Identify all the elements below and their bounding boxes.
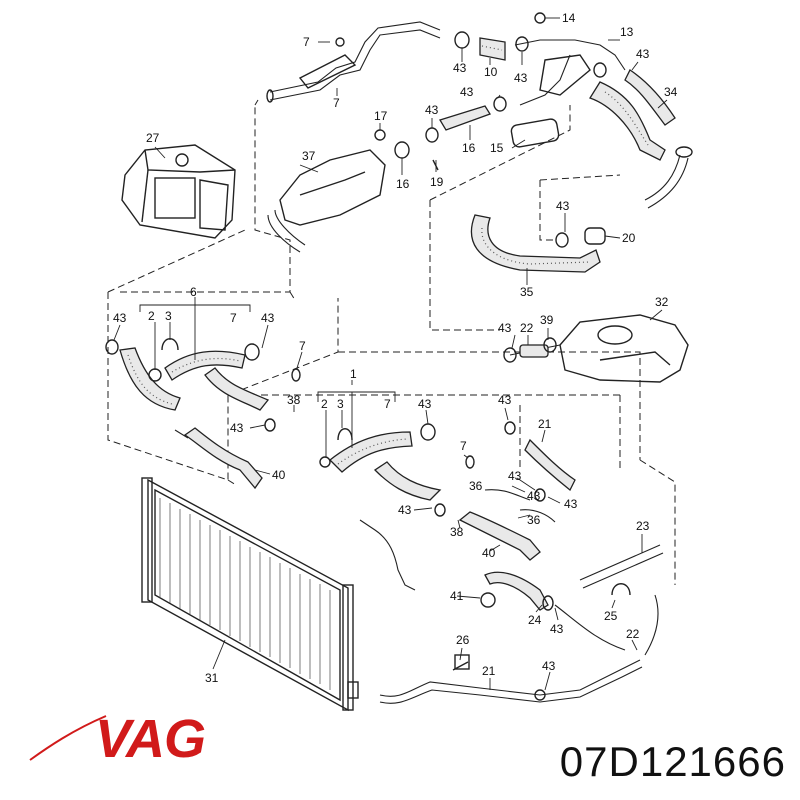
callout: 20 [622, 231, 636, 245]
callout: 43 [508, 469, 522, 483]
callout: 32 [655, 295, 669, 309]
callout: 7 [460, 439, 467, 453]
callout: 38 [450, 525, 464, 539]
callout: 16 [462, 141, 476, 155]
callout: 22 [626, 627, 640, 641]
hose-11 [479, 37, 506, 61]
callout: 37 [302, 149, 316, 163]
callout: 7 [230, 311, 237, 325]
component-36 [267, 105, 491, 253]
callout: 43 [498, 321, 512, 335]
auxiliary-heater [121, 144, 236, 239]
hose-assembly-6 [119, 347, 270, 490]
callout: 43 [527, 489, 541, 503]
callout: 2 [148, 309, 155, 323]
callout: 43 [542, 659, 556, 673]
callout: 25 [604, 609, 618, 623]
callout: 1 [350, 367, 357, 381]
hose-31 [589, 69, 693, 209]
callout: 31 [205, 671, 219, 685]
brand-logo: VAG [95, 709, 206, 769]
brand-swoosh [29, 715, 107, 761]
callout: 27 [146, 131, 160, 145]
callout: 16 [396, 177, 410, 191]
callout: 41 [450, 589, 464, 603]
hose-34 [470, 214, 601, 273]
callout: 39 [540, 313, 554, 327]
callout: 43 [636, 47, 650, 61]
callout: 43 [425, 103, 439, 117]
callout: 38 [287, 393, 301, 407]
callout: 3 [165, 309, 172, 323]
callout: 17 [374, 109, 388, 123]
callout: 10 [484, 65, 498, 79]
callout: 23 [636, 519, 650, 533]
callout: 43 [398, 503, 412, 517]
callout: 43 [550, 622, 564, 636]
callout: 36 [469, 479, 483, 493]
leader-lines [113, 17, 668, 691]
callout: 2 [321, 397, 328, 411]
grouping-outlines [107, 99, 676, 585]
callout: 7 [299, 339, 306, 353]
callout: 35 [520, 285, 534, 299]
callout: 40 [482, 546, 496, 560]
callout-labels: 7 14 13 43 34 43 10 43 7 43 43 16 15 17 … [113, 11, 678, 685]
callout: 7 [333, 96, 340, 110]
callout: 43 [556, 199, 570, 213]
callout: 21 [538, 417, 552, 431]
expansion-tank [509, 314, 689, 383]
callout: 7 [384, 397, 391, 411]
callout: 36 [527, 513, 541, 527]
hose-assembly-1 [329, 431, 576, 611]
callout: 26 [456, 633, 470, 647]
part-number: 07D121666 [559, 738, 786, 785]
callout: 7 [303, 35, 310, 49]
lower-pipes [379, 544, 664, 704]
callout: 43 [261, 311, 275, 325]
callout: 43 [514, 71, 528, 85]
callout: 34 [664, 85, 678, 99]
pipe-12-and-14 [510, 39, 626, 148]
callout: 19 [430, 175, 444, 189]
callout: 22 [520, 321, 534, 335]
callout: 43 [498, 393, 512, 407]
callout: 43 [230, 421, 244, 435]
coolant-pipe-9 [266, 21, 441, 103]
callout: 15 [490, 141, 504, 155]
radiator [141, 477, 359, 712]
callout: 24 [528, 613, 542, 627]
callout: 43 [418, 397, 432, 411]
callout: 40 [272, 468, 286, 482]
callout: 43 [113, 311, 127, 325]
callout: 13 [620, 25, 634, 39]
callout: 3 [337, 397, 344, 411]
callout: 21 [482, 664, 496, 678]
callout: 14 [562, 11, 576, 25]
callout: 6 [190, 285, 197, 299]
callout: 43 [460, 85, 474, 99]
callout: 43 [564, 497, 578, 511]
callout: 43 [453, 61, 467, 75]
